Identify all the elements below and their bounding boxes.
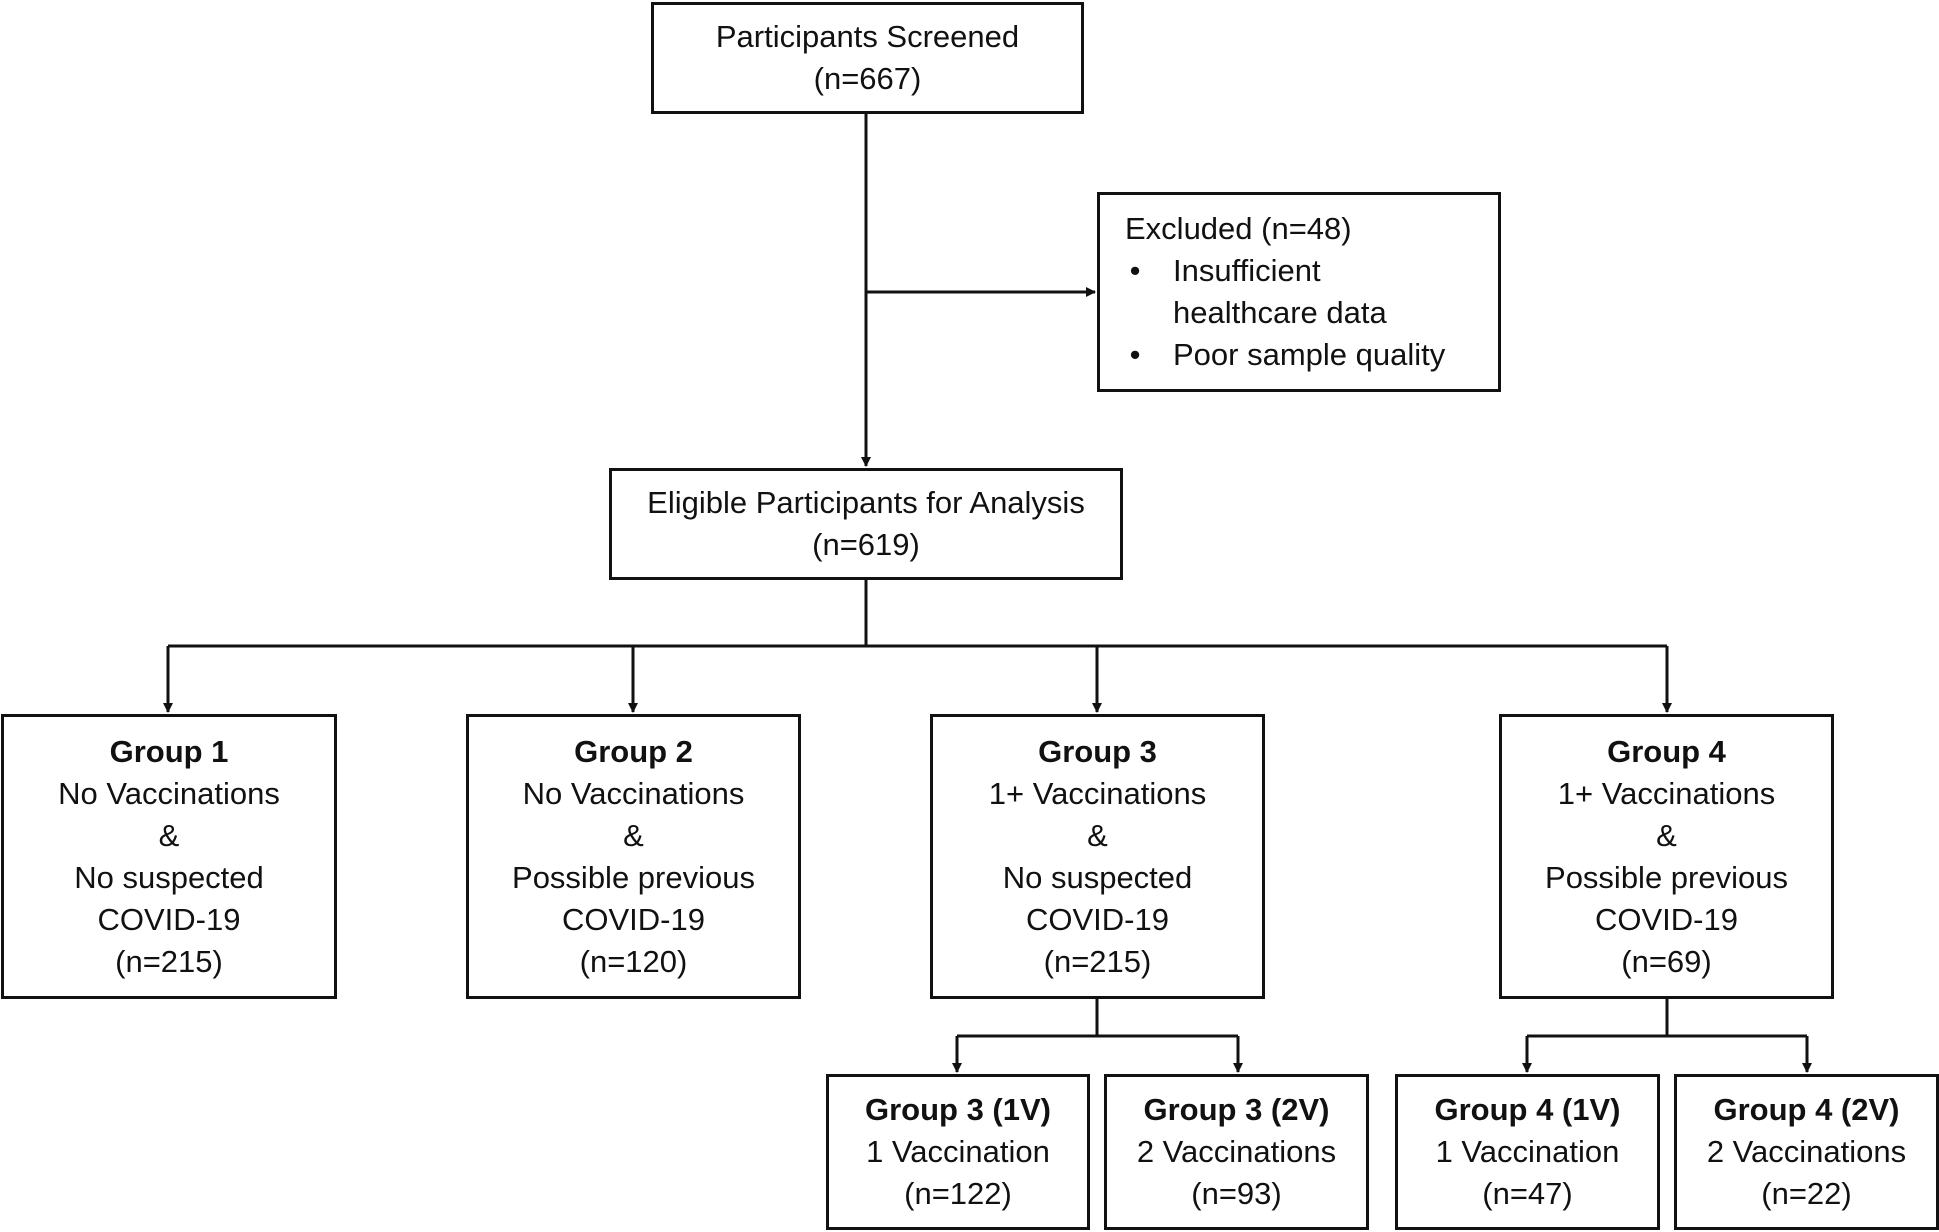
subgroup-name: Group 3 (2V) bbox=[1143, 1092, 1330, 1127]
subgroup-name: Group 4 (1V) bbox=[1434, 1092, 1621, 1127]
exclusion-reasons-list: • Insufficient healthcare data • Poor sa… bbox=[1125, 250, 1446, 376]
group-line: No Vaccinations bbox=[58, 775, 280, 811]
group-count: (n=120) bbox=[579, 943, 688, 979]
group-3-1v-box: Group 3 (1V) 1 Vaccination (n=122) bbox=[826, 1074, 1090, 1230]
group-line: No suspected bbox=[74, 859, 264, 895]
group-3-2v-box: Group 3 (2V) 2 Vaccinations (n=93) bbox=[1104, 1074, 1369, 1230]
group-name: Group 2 bbox=[574, 733, 693, 769]
bullet-icon: • bbox=[1129, 253, 1141, 288]
group-4-2v-box: Group 4 (2V) 2 Vaccinations (n=22) bbox=[1674, 1074, 1939, 1230]
subgroup-count: (n=122) bbox=[904, 1176, 1012, 1211]
group-line: & bbox=[1087, 817, 1108, 853]
subgroup-count: (n=47) bbox=[1482, 1176, 1573, 1211]
group-name: Group 4 bbox=[1607, 733, 1726, 769]
group-2-box: Group 2 No Vaccinations & Possible previ… bbox=[466, 714, 801, 999]
excluded-box: Excluded (n=48) • Insufficient healthcar… bbox=[1097, 192, 1501, 392]
subgroup-desc: 1 Vaccination bbox=[1435, 1134, 1620, 1169]
exclusion-reason-text: Insufficient bbox=[1173, 253, 1321, 288]
subgroup-desc: 2 Vaccinations bbox=[1136, 1134, 1337, 1169]
subgroup-count: (n=22) bbox=[1761, 1176, 1852, 1211]
group-line: 1+ Vaccinations bbox=[1557, 775, 1776, 811]
group-count: (n=215) bbox=[1043, 943, 1152, 979]
excluded-title: Excluded (n=48) bbox=[1125, 211, 1352, 246]
subgroup-name: Group 4 (2V) bbox=[1713, 1092, 1900, 1127]
group-count: (n=69) bbox=[1621, 943, 1712, 979]
group-4-1v-box: Group 4 (1V) 1 Vaccination (n=47) bbox=[1395, 1074, 1660, 1230]
exclusion-reason-text: healthcare data bbox=[1173, 295, 1387, 330]
eligible-count: (n=619) bbox=[812, 527, 920, 562]
subgroup-name: Group 3 (1V) bbox=[864, 1092, 1051, 1127]
subgroup-count: (n=93) bbox=[1191, 1176, 1282, 1211]
eligible-title: Eligible Participants for Analysis bbox=[647, 485, 1085, 520]
group-line: No Vaccinations bbox=[522, 775, 745, 811]
subgroup-desc: 2 Vaccinations bbox=[1706, 1134, 1907, 1169]
group-line: Possible previous bbox=[512, 859, 755, 895]
group-count: (n=215) bbox=[115, 943, 223, 979]
group-line: & bbox=[158, 817, 180, 853]
screened-box: Participants Screened (n=667) bbox=[651, 2, 1084, 114]
eligible-box: Eligible Participants for Analysis (n=61… bbox=[609, 468, 1123, 580]
group-line: Possible previous bbox=[1545, 859, 1788, 895]
group-line: 1+ Vaccinations bbox=[988, 775, 1207, 811]
screened-count: (n=667) bbox=[813, 61, 922, 96]
exclusion-reason: • Insufficient healthcare data bbox=[1125, 250, 1445, 334]
exclusion-reason: • Poor sample quality bbox=[1125, 334, 1446, 376]
bullet-icon: • bbox=[1129, 337, 1141, 372]
group-line: & bbox=[623, 817, 644, 853]
group-3-box: Group 3 1+ Vaccinations & No suspected C… bbox=[930, 714, 1265, 999]
subgroup-desc: 1 Vaccination bbox=[866, 1134, 1050, 1169]
screened-title: Participants Screened bbox=[715, 19, 1020, 54]
group-line: COVID-19 bbox=[1595, 901, 1738, 937]
exclusion-reason-text: Poor sample quality bbox=[1173, 337, 1446, 372]
group-name: Group 1 bbox=[109, 733, 229, 769]
group-line: No suspected bbox=[1002, 859, 1193, 895]
group-line: COVID-19 bbox=[562, 901, 705, 937]
group-line: COVID-19 bbox=[1026, 901, 1169, 937]
group-1-box: Group 1 No Vaccinations & No suspected C… bbox=[1, 714, 337, 999]
group-line: COVID-19 bbox=[97, 901, 241, 937]
group-4-box: Group 4 1+ Vaccinations & Possible previ… bbox=[1499, 714, 1834, 999]
group-name: Group 3 bbox=[1038, 733, 1157, 769]
group-line: & bbox=[1656, 817, 1677, 853]
